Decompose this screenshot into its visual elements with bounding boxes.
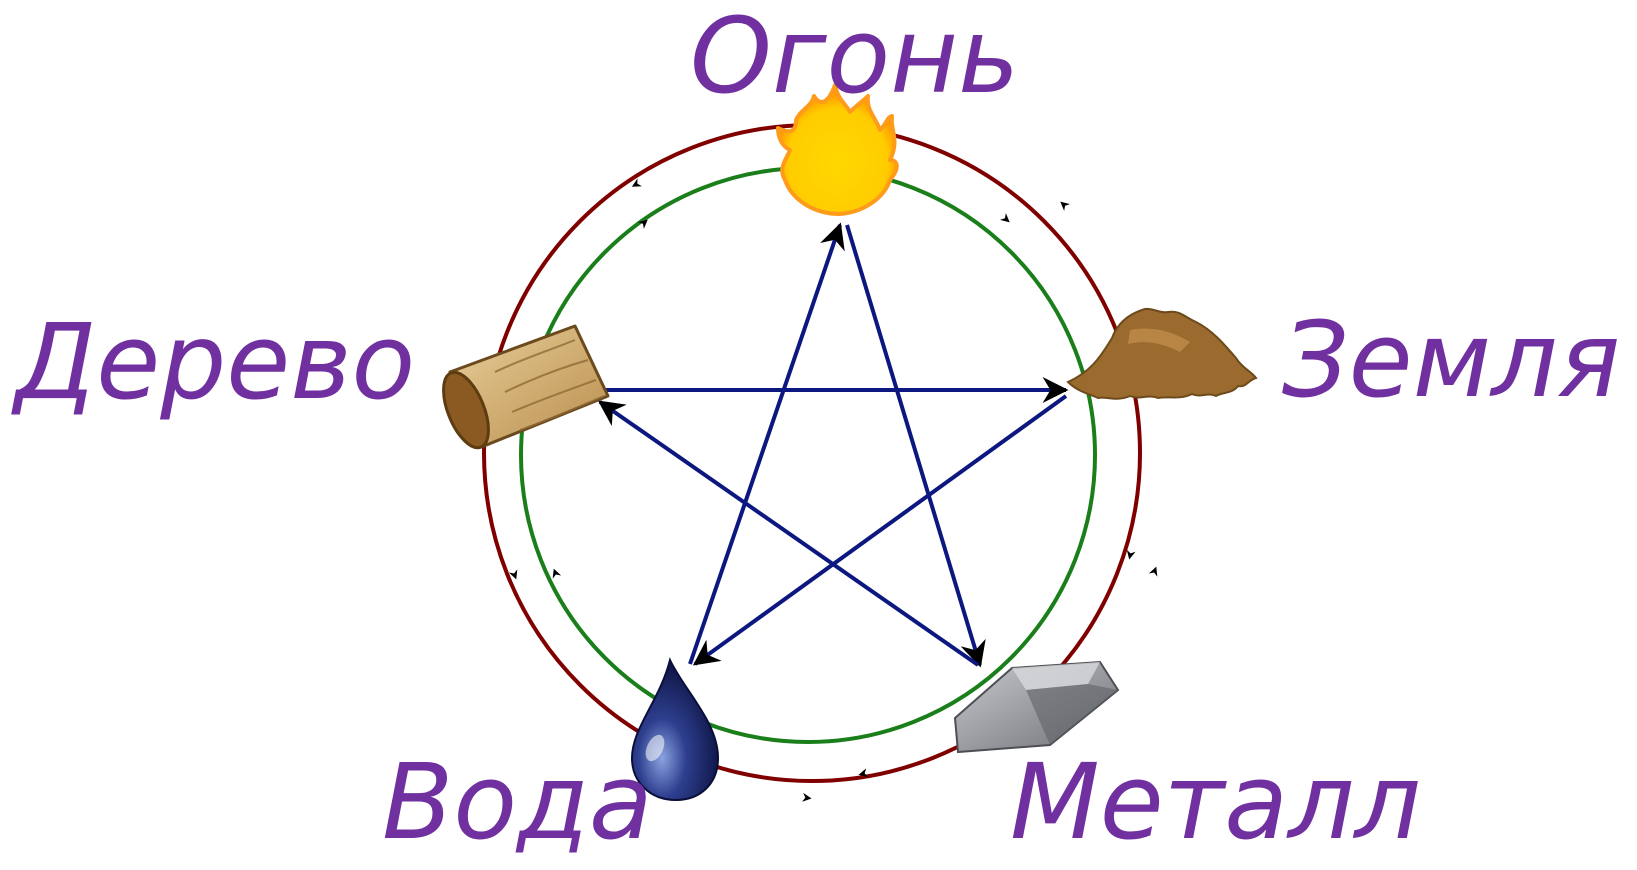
label-fire: Огонь [690,4,1019,108]
soil-pile-icon [1068,309,1256,399]
label-metal: Металл [1010,750,1421,854]
metal-ingot-icon [955,662,1118,752]
label-wood: Дерево [15,310,415,414]
inner-cycle-ring [521,168,1095,742]
label-water: Вода [382,750,653,854]
star-arrows [600,225,1066,665]
label-earth: Земля [1282,308,1620,412]
